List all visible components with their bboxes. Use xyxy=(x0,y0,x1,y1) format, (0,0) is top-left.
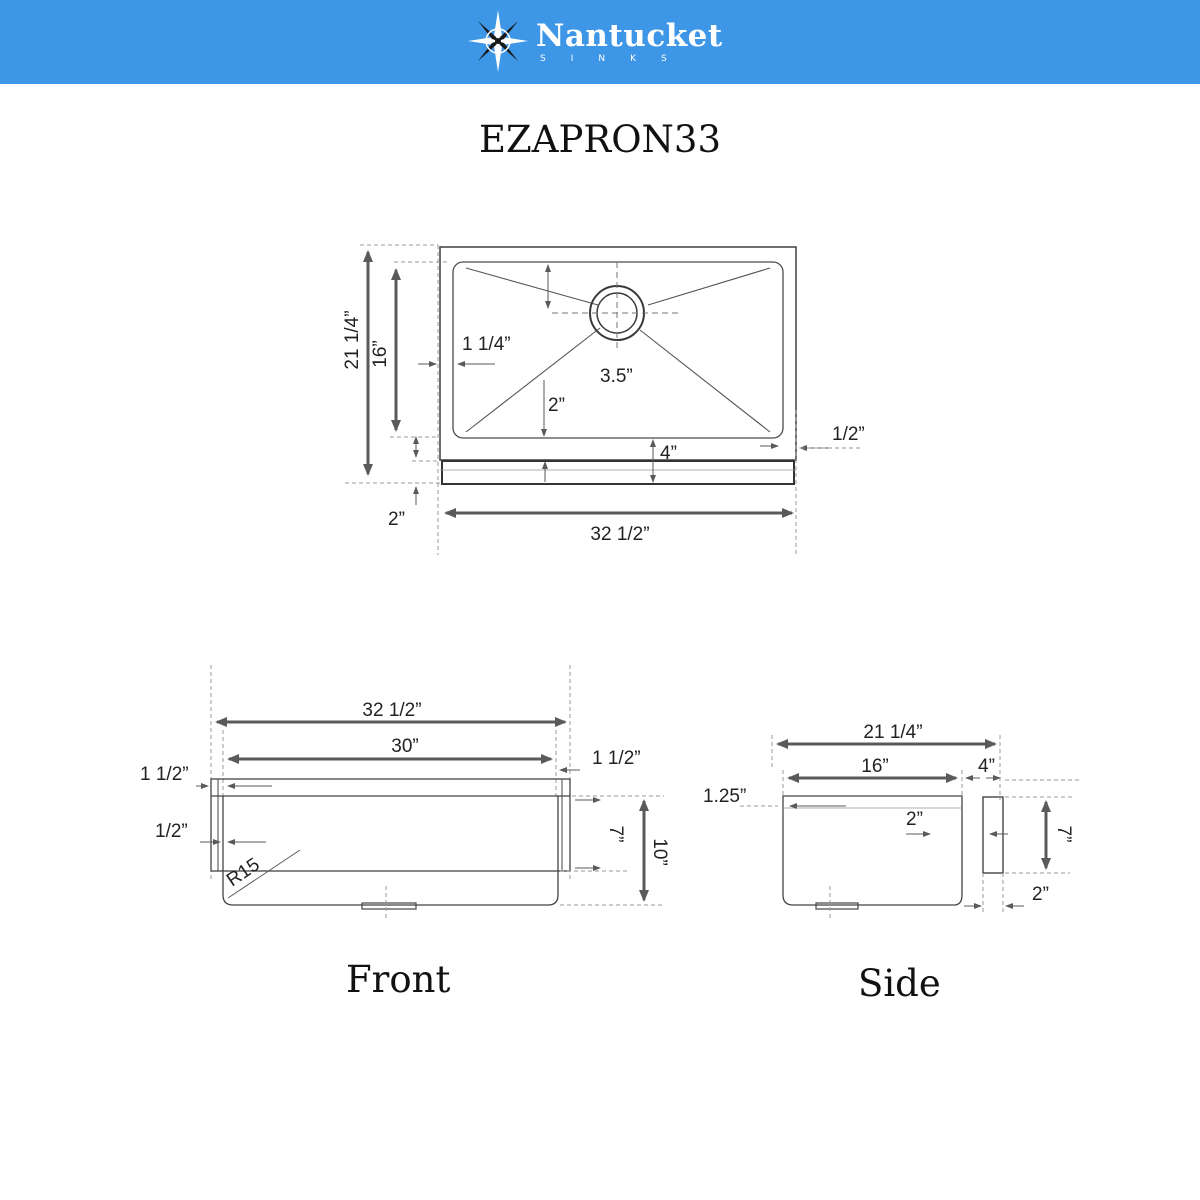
brand-tagline: SINKS xyxy=(540,54,692,64)
front-overall-height-label: 10” xyxy=(649,838,670,865)
front-flange xyxy=(210,778,571,872)
side-rim-label: 1.25” xyxy=(703,786,746,807)
overall-width-label: 32 1/2” xyxy=(590,524,649,545)
side-bowl-outline xyxy=(782,795,963,906)
side-apron xyxy=(982,796,1004,874)
front-bowl-width-label: 30” xyxy=(391,736,418,757)
side-apron-label: 4” xyxy=(978,756,995,777)
back-offset-label: 2” xyxy=(548,395,565,416)
side-apron-height-label: 7” xyxy=(1053,826,1074,843)
front-view-label: Front xyxy=(346,958,451,1001)
bowl-outline xyxy=(452,261,784,439)
side-offset-label: 2” xyxy=(906,809,923,830)
front-wall-label: 1/2” xyxy=(155,821,188,842)
side-view-label: Side xyxy=(858,962,941,1005)
apron-front xyxy=(441,460,795,485)
brand-header: Nantucket SINKS xyxy=(0,0,1200,84)
top-view: 21 1/4” 16” 1 1/4” 3.5” 2” 4” 1/2” 2” 32… xyxy=(342,244,865,555)
side-bottom-offset-label: 2” xyxy=(1032,884,1049,905)
front-right-flange-label: 1 1/2” xyxy=(592,748,641,769)
front-view: 32 1/2” 30” 1 1/2” 1 1/2” 1/2” R15 7” 10… xyxy=(140,665,670,920)
front-radius-label: R15 xyxy=(223,854,264,891)
side-bowl-depth-label: 16” xyxy=(861,756,888,777)
bottom-offset-label: 2” xyxy=(388,509,405,530)
brand-name: Nantucket xyxy=(536,18,723,54)
apron-label: 4” xyxy=(660,443,677,464)
side-rim-label: 1 1/4” xyxy=(462,334,511,355)
side-drain xyxy=(815,902,859,910)
model-title: EZAPRON33 xyxy=(479,118,721,161)
compass-rose-icon xyxy=(468,10,528,72)
bowl-depth-label: 16” xyxy=(370,340,391,367)
front-left-flange-label: 1 1/2” xyxy=(140,764,189,785)
side-view: 21 1/4” 16” 4” 1.25” 2” 7” 2” xyxy=(703,722,1082,920)
front-drain xyxy=(361,902,417,910)
front-bowl-height-label: 7” xyxy=(605,826,626,843)
side-overall-depth-label: 21 1/4” xyxy=(863,722,922,743)
overall-depth-label: 21 1/4” xyxy=(342,310,363,369)
front-overall-width-label: 32 1/2” xyxy=(362,700,421,721)
front-bowl-outline xyxy=(222,796,559,906)
drain-label: 3.5” xyxy=(600,366,633,387)
side-lip-label: 1/2” xyxy=(832,424,865,445)
